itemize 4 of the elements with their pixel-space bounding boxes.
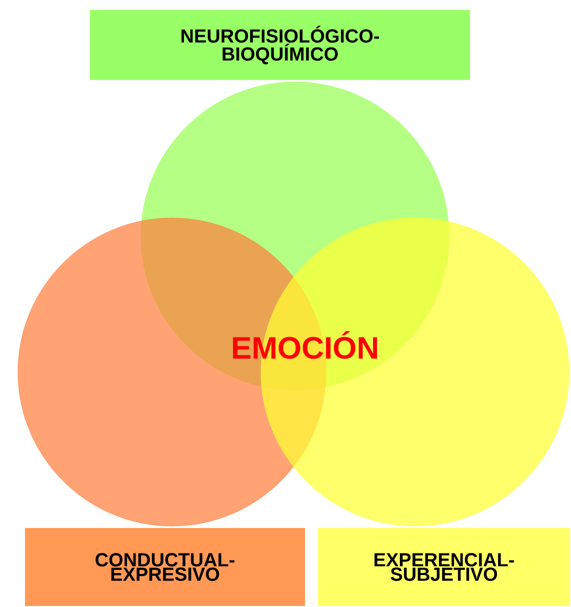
- category-box: CONDUCTUAL- EXPRESIVO: [25, 528, 305, 606]
- center-label: EMOCIÓN: [233, 331, 377, 359]
- category-box: EXPERENCIAL- SUBJETIVO: [318, 528, 570, 606]
- category-box: NEUROFISIOLÓGICO- BIOQUÍMICO: [90, 10, 470, 80]
